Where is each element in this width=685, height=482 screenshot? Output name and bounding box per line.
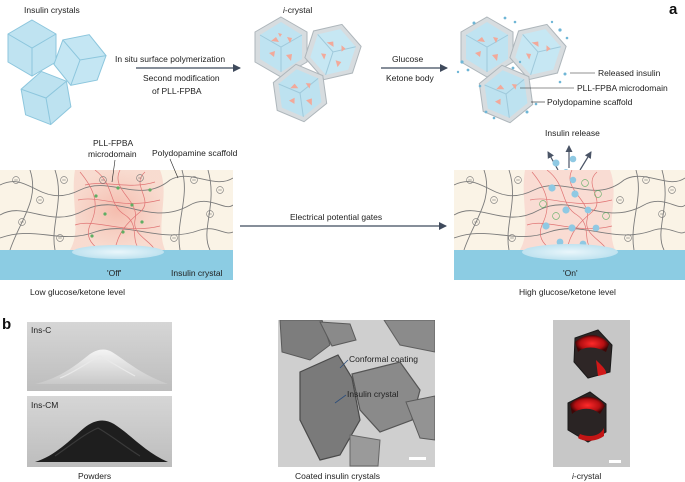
ins-c-photo (27, 322, 172, 391)
leader-insulin-crystal (334, 394, 347, 404)
low-level-label: Low glucose/ketone level (30, 287, 125, 297)
left-insulin-crystal-label: Insulin crystal (171, 268, 223, 278)
leader-conformal (339, 359, 349, 369)
left-pll-line1: PLL-FPBA (93, 138, 133, 148)
gates-label: Electrical potential gates (290, 212, 382, 222)
released-insulin-label: Released insulin (598, 68, 661, 78)
on-label: 'On' (563, 268, 578, 278)
polydopamine-scaffold-label: Polydopamine scaffold (547, 97, 633, 107)
step1-line3: of PLL-FPBA (152, 86, 202, 96)
left-polydopamine-label: Polydopamine scaffold (152, 148, 238, 158)
off-state-schematic (0, 170, 233, 280)
icrystal-cluster-illustration (254, 16, 362, 123)
panel-b-letter: b (2, 316, 11, 333)
icrystal-title: i-crystal (283, 5, 312, 15)
panel-a-letter: a (669, 1, 678, 18)
step2-line1: Glucose (392, 54, 423, 64)
step1-line1: In situ surface polymerization (115, 54, 225, 64)
insulin-crystal-label: Insulin crystal (347, 389, 399, 399)
conformal-coating-label: Conformal coating (349, 354, 418, 364)
on-state-schematic (454, 170, 685, 280)
insulin-crystals-label: Insulin crystals (24, 5, 80, 15)
step2-line2: Ketone body (386, 73, 434, 83)
leader-left-scaffold (169, 158, 179, 179)
ins-cm-photo (27, 396, 172, 467)
insulin-release-label: Insulin release (545, 128, 600, 138)
released-cluster-illustration (456, 16, 569, 124)
high-level-label: High glucose/ketone level (519, 287, 616, 297)
pll-microdomain-label: PLL-FPBA microdomain (577, 83, 668, 93)
ins-cm-label: Ins-CM (31, 400, 58, 410)
insulin-crystals-illustration (7, 19, 107, 126)
left-pll-line2: microdomain (88, 149, 137, 159)
tem-scale-bar (409, 457, 426, 460)
coated-crystals-caption: Coated insulin crystals (295, 471, 380, 481)
leader-left-pll (111, 159, 116, 183)
icrystal-caption: i-crystal (572, 471, 601, 481)
step1-line2: Second modification (143, 73, 220, 83)
insulin-release-arrows (547, 145, 592, 171)
powders-label: Powders (78, 471, 111, 481)
off-label: 'Off' (107, 268, 122, 278)
coated-crystals-tem (278, 320, 435, 467)
icrystal-confocal (553, 320, 630, 467)
confocal-scale-bar (609, 460, 621, 463)
ins-c-label: Ins-C (31, 325, 51, 335)
